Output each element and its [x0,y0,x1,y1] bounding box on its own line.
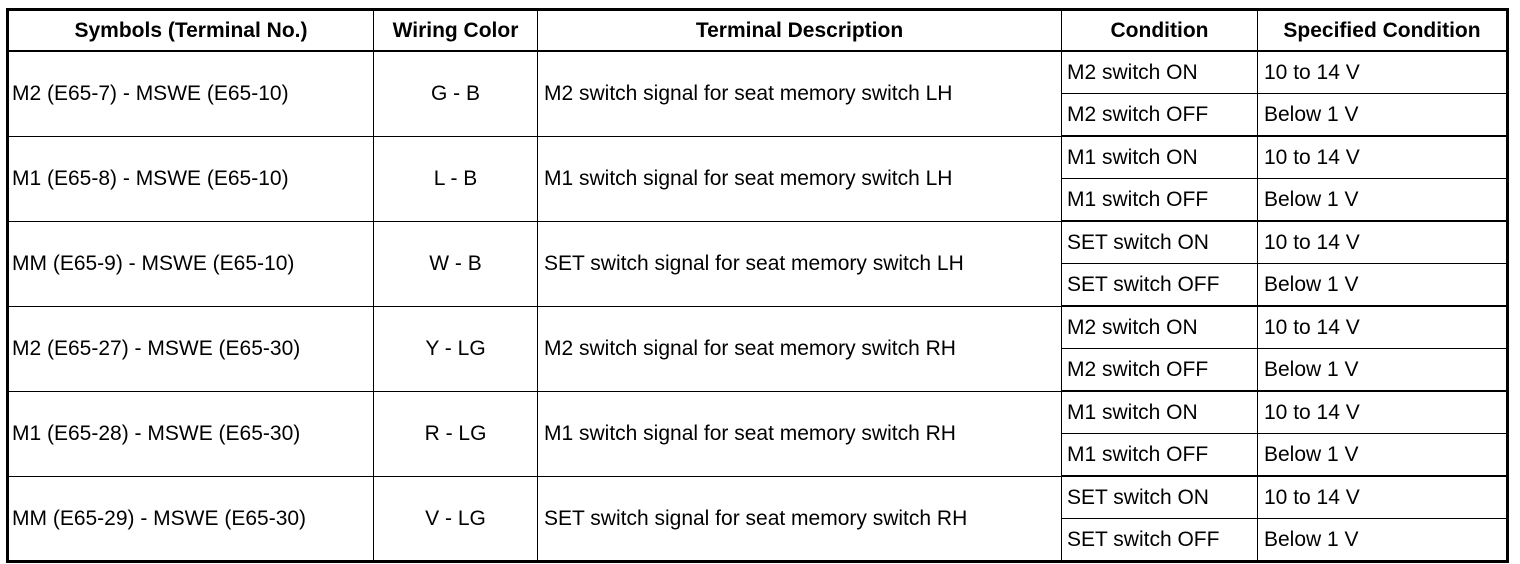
condition-cell: M1 switch OFF [1061,178,1258,222]
table-row: M2 switch OFF Below 1 V [8,348,1508,392]
wiring-color-cell: Y - LG [373,305,538,392]
specified-condition-cell: 10 to 14 V [1257,50,1508,94]
header-wiring-color: Wiring Color [373,9,538,52]
symbols-cell: M1 (E65-28) - MSWE (E65-30) [7,390,374,477]
table-row: SET switch OFF Below 1 V [8,518,1508,562]
table-row: MM (E65-9) - MSWE (E65-10) W - B SET swi… [7,220,1508,307]
header-symbols: Symbols (Terminal No.) [7,9,374,52]
wiring-color-cell: R - LG [373,390,538,477]
description-cell: M2 switch signal for seat memory switch … [537,50,1062,137]
specified-condition-cell: Below 1 V [1257,263,1508,307]
header-terminal-description: Terminal Description [537,9,1062,52]
table-row: M1 (E65-8) - MSWE (E65-10) L - B M1 swit… [7,135,1508,222]
condition-cell: M1 switch ON [1061,135,1258,179]
specified-condition-cell: Below 1 V [1257,178,1508,222]
table-row: SET switch OFF Below 1 V [8,263,1508,307]
condition-cell: M2 switch ON [1061,50,1258,94]
condition-cell: M2 switch OFF [1061,348,1258,392]
specified-condition-cell: 10 to 14 V [1257,305,1508,349]
table-row: M1 (E65-28) - MSWE (E65-30) R - LG M1 sw… [7,390,1508,477]
condition-cell: SET switch ON [1061,475,1258,519]
wiring-color-cell: G - B [373,50,538,137]
description-cell: SET switch signal for seat memory switch… [537,220,1062,307]
specified-condition-cell: Below 1 V [1257,93,1508,137]
header-specified-condition: Specified Condition [1257,9,1508,52]
condition-cell: SET switch OFF [1061,263,1258,307]
table-body: M2 (E65-7) - MSWE (E65-10) G - B M2 swit… [7,50,1508,562]
wiring-color-cell: W - B [373,220,538,307]
condition-cell: M2 switch ON [1061,305,1258,349]
table-header: Symbols (Terminal No.) Wiring Color Term… [7,9,1508,52]
description-cell: M1 switch signal for seat memory switch … [537,390,1062,477]
table-row: M2 (E65-7) - MSWE (E65-10) G - B M2 swit… [7,50,1508,137]
terminal-spec-table: Symbols (Terminal No.) Wiring Color Term… [6,8,1509,563]
description-cell: SET switch signal for seat memory switch… [537,475,1062,562]
specified-condition-cell: 10 to 14 V [1257,220,1508,264]
wiring-color-cell: V - LG [373,475,538,562]
header-condition: Condition [1061,9,1258,52]
symbols-cell: M2 (E65-27) - MSWE (E65-30) [7,305,374,392]
condition-cell: M2 switch OFF [1061,93,1258,137]
specified-condition-cell: 10 to 14 V [1257,135,1508,179]
specified-condition-cell: 10 to 14 V [1257,475,1508,519]
condition-cell: M1 switch OFF [1061,433,1258,477]
table-row: M2 (E65-27) - MSWE (E65-30) Y - LG M2 sw… [7,305,1508,392]
condition-cell: SET switch ON [1061,220,1258,264]
condition-cell: M1 switch ON [1061,390,1258,434]
header-row: Symbols (Terminal No.) Wiring Color Term… [7,9,1508,52]
wiring-color-cell: L - B [373,135,538,222]
symbols-cell: M1 (E65-8) - MSWE (E65-10) [7,135,374,222]
condition-cell: SET switch OFF [1061,518,1258,562]
symbols-cell: M2 (E65-7) - MSWE (E65-10) [7,50,374,137]
table-row: M1 switch OFF Below 1 V [8,433,1508,477]
specified-condition-cell: Below 1 V [1257,433,1508,477]
table-row: MM (E65-29) - MSWE (E65-30) V - LG SET s… [7,475,1508,562]
description-cell: M1 switch signal for seat memory switch … [537,135,1062,222]
specified-condition-cell: Below 1 V [1257,518,1508,562]
symbols-cell: MM (E65-29) - MSWE (E65-30) [7,475,374,562]
specified-condition-cell: 10 to 14 V [1257,390,1508,434]
table-row: M2 switch OFF Below 1 V [8,93,1508,137]
symbols-cell: MM (E65-9) - MSWE (E65-10) [7,220,374,307]
description-cell: M2 switch signal for seat memory switch … [537,305,1062,392]
specified-condition-cell: Below 1 V [1257,348,1508,392]
table-row: M1 switch OFF Below 1 V [8,178,1508,222]
